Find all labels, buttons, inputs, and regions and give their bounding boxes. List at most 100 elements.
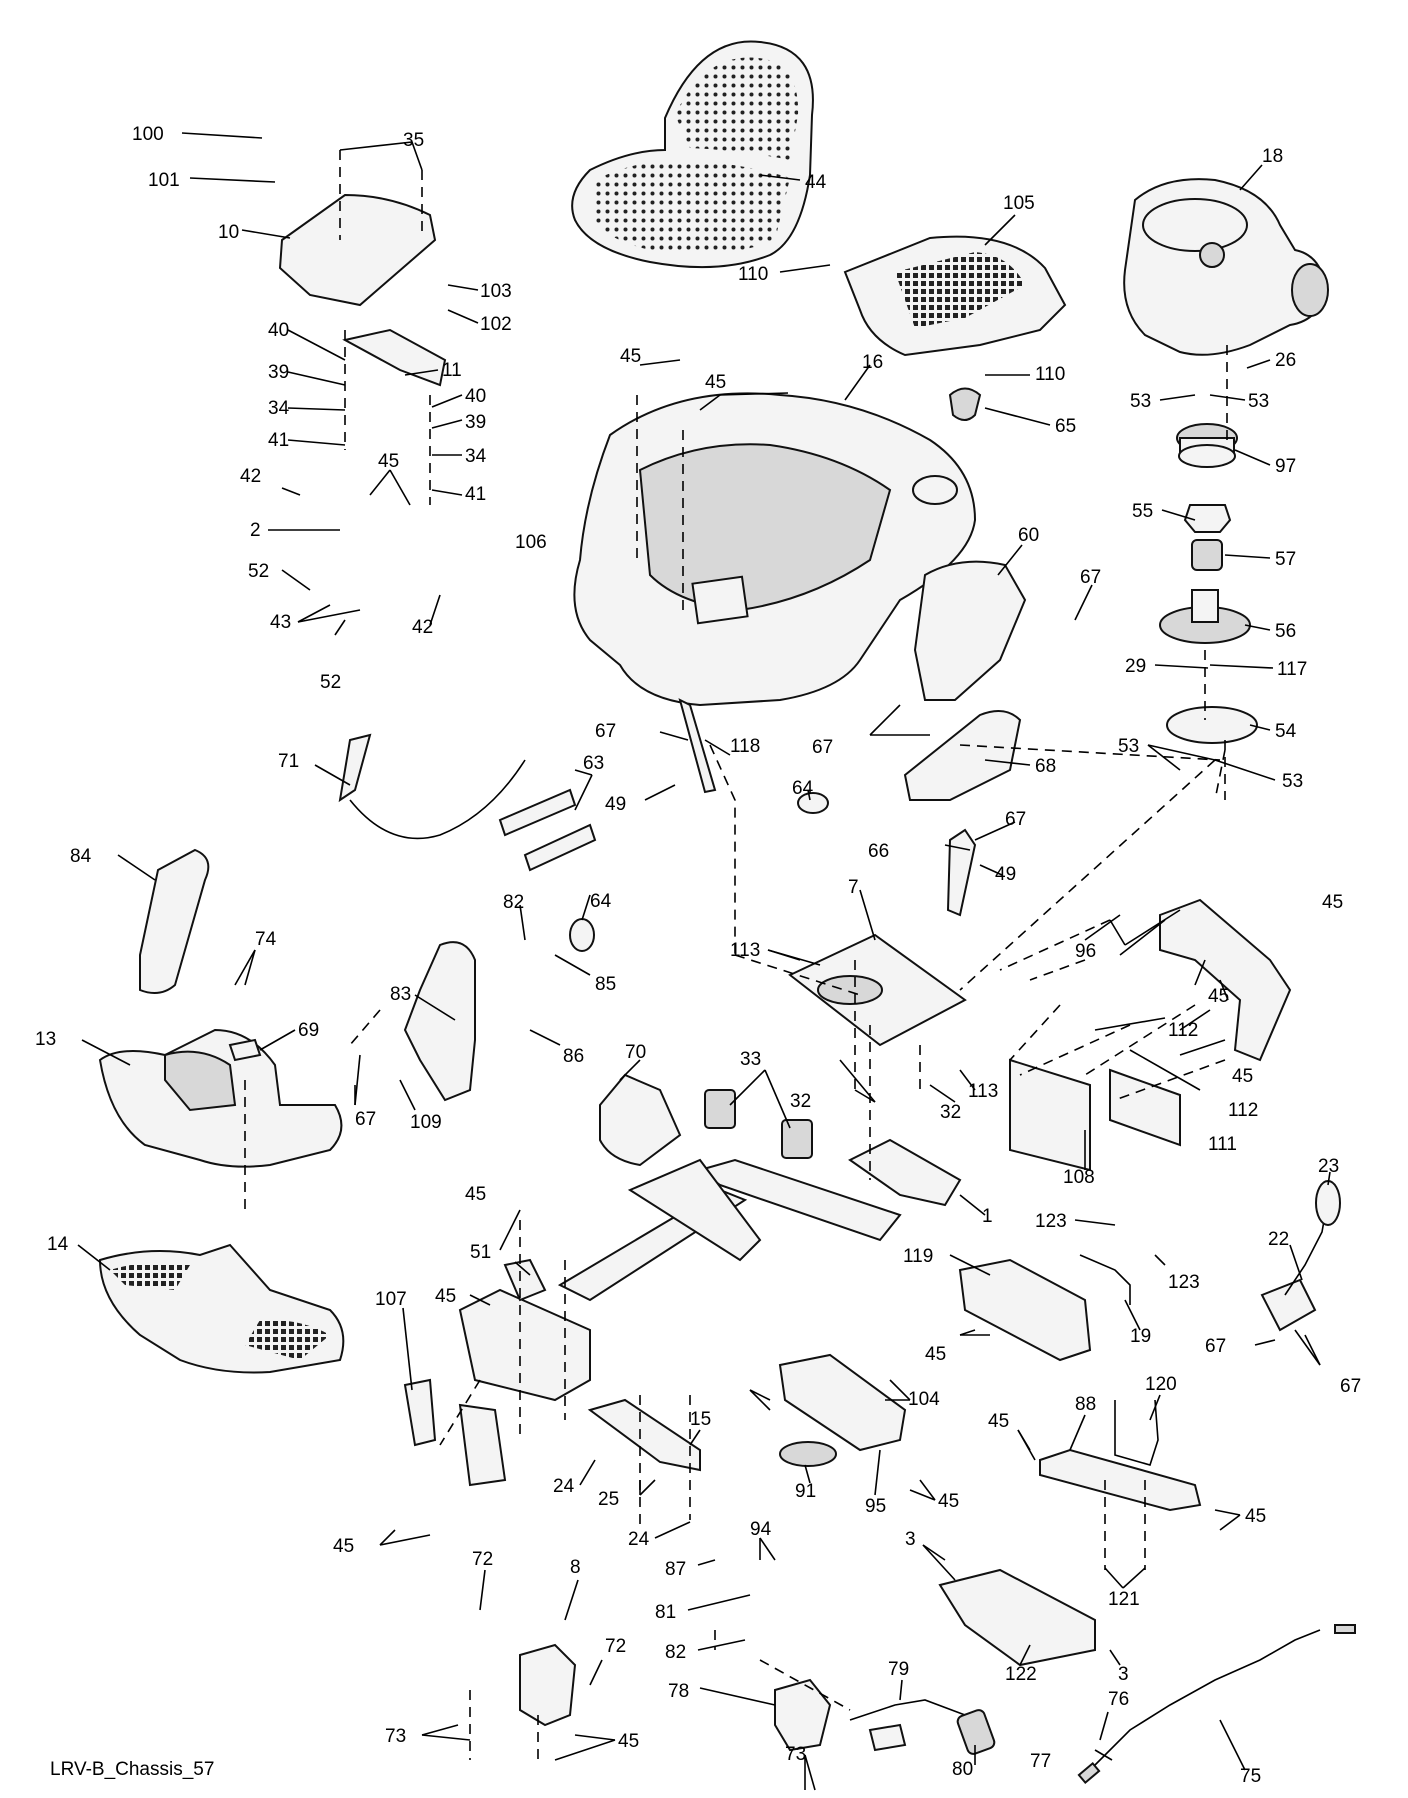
- callout-44: 44: [805, 172, 827, 193]
- callout-52: 52: [320, 672, 341, 693]
- callout-82: 82: [665, 1642, 686, 1663]
- seat-part-44: [571, 40, 814, 269]
- callout-108: 108: [1063, 1167, 1095, 1188]
- bracket-part-118: [678, 698, 717, 794]
- plate-part-111: [1109, 1068, 1181, 1147]
- callout-60: 60: [1018, 525, 1039, 546]
- bracket-part-68: [903, 710, 1022, 801]
- callout-49: 49: [605, 794, 626, 815]
- disc-part-54: [1166, 706, 1258, 744]
- callout-53: 53: [1248, 391, 1269, 412]
- callout-40: 40: [268, 320, 289, 341]
- pad-part-91: [779, 1441, 837, 1467]
- pedal-part-80: [956, 1709, 996, 1755]
- callout-64: 64: [792, 778, 814, 799]
- callout-63: 63: [583, 753, 604, 774]
- callout-120: 120: [1145, 1374, 1177, 1395]
- callout-10: 10: [218, 222, 239, 243]
- callout-109: 109: [410, 1112, 442, 1133]
- callout-121: 121: [1108, 1589, 1140, 1610]
- callout-95: 95: [865, 1496, 886, 1517]
- callout-87: 87: [665, 1559, 686, 1580]
- callout-45: 45: [1322, 892, 1343, 913]
- callout-101: 101: [148, 170, 180, 191]
- callout-23: 23: [1318, 1156, 1339, 1177]
- callout-11: 11: [442, 360, 462, 381]
- bracket-part-78: [774, 1678, 832, 1752]
- callout-45: 45: [618, 1731, 639, 1752]
- fuel-cap-part-65: [948, 387, 982, 421]
- callout-84: 84: [70, 846, 92, 867]
- callout-26: 26: [1275, 350, 1296, 371]
- callout-102: 102: [480, 314, 512, 335]
- assembly-lines: [244, 150, 1228, 1760]
- callout-54: 54: [1275, 721, 1297, 742]
- bracket-part-104: [778, 1353, 907, 1452]
- bracket-part-69: [228, 1038, 262, 1062]
- callout-67: 67: [1080, 567, 1101, 588]
- callout-72: 72: [472, 1549, 493, 1570]
- callout-45: 45: [938, 1491, 959, 1512]
- callout-104: 104: [908, 1389, 940, 1410]
- callout-96: 96: [1075, 941, 1096, 962]
- callout-42: 42: [412, 617, 433, 638]
- callout-68: 68: [1035, 756, 1056, 777]
- callout-3: 3: [1118, 1664, 1129, 1685]
- plate-part-7: [788, 933, 967, 1047]
- cover-part-122: [938, 1568, 1096, 1667]
- callout-88: 88: [1075, 1394, 1096, 1415]
- callout-45: 45: [1232, 1066, 1253, 1087]
- callout-13: 13: [35, 1029, 56, 1050]
- callout-45: 45: [1245, 1506, 1266, 1527]
- callout-67: 67: [1205, 1336, 1226, 1357]
- bracket-part-83: [403, 941, 476, 1102]
- callout-113: 113: [730, 940, 760, 961]
- callout-103: 103: [480, 281, 512, 302]
- cover-part-84: [139, 848, 210, 995]
- callout-107: 107: [375, 1289, 407, 1310]
- callout-110: 110: [1035, 364, 1065, 385]
- callout-122: 122: [1005, 1664, 1037, 1685]
- callout-45: 45: [1208, 986, 1229, 1007]
- callout-41: 41: [465, 484, 486, 505]
- callout-123: 123: [1168, 1272, 1200, 1293]
- callout-94: 94: [750, 1519, 772, 1540]
- callout-33: 33: [740, 1049, 761, 1070]
- callout-55: 55: [1132, 501, 1153, 522]
- callout-56: 56: [1275, 621, 1296, 642]
- callout-80: 80: [952, 1759, 973, 1780]
- callout-45: 45: [333, 1536, 354, 1557]
- engine-part-18: [1123, 178, 1329, 356]
- callout-64: 64: [590, 891, 612, 912]
- callout-43: 43: [270, 612, 291, 633]
- callout-45: 45: [620, 346, 641, 367]
- callout-42: 42: [240, 466, 261, 487]
- diagram-caption: LRV-B_Chassis_57: [50, 1759, 214, 1780]
- bracket-part-66: [946, 828, 977, 917]
- cable-part-75: [1077, 1624, 1356, 1785]
- bracket-part-15: [587, 1398, 701, 1472]
- callout-53: 53: [1130, 391, 1151, 412]
- callout-105: 105: [1003, 193, 1035, 214]
- callout-77: 77: [1030, 1751, 1051, 1772]
- callout-16: 16: [862, 352, 883, 373]
- callout-82: 82: [503, 892, 524, 913]
- callout-34: 34: [465, 446, 487, 467]
- callout-1: 1: [982, 1206, 993, 1227]
- callout-81: 81: [655, 1602, 676, 1623]
- callout-35: 35: [403, 130, 424, 151]
- callout-112: 112: [1228, 1100, 1258, 1121]
- hood-part-13: [98, 1028, 343, 1168]
- callout-22: 22: [1268, 1229, 1289, 1250]
- bracket-part-51: [503, 1258, 547, 1302]
- callout-71: 71: [278, 751, 299, 772]
- callout-40: 40: [465, 386, 486, 407]
- callout-67: 67: [355, 1109, 376, 1130]
- callout-67: 67: [1005, 809, 1026, 830]
- callout-45: 45: [988, 1411, 1009, 1432]
- callout-86: 86: [563, 1046, 584, 1067]
- callout-53: 53: [1282, 771, 1303, 792]
- callout-18: 18: [1262, 146, 1283, 167]
- rod-part-19: [1079, 1254, 1131, 1305]
- callout-69: 69: [298, 1020, 319, 1041]
